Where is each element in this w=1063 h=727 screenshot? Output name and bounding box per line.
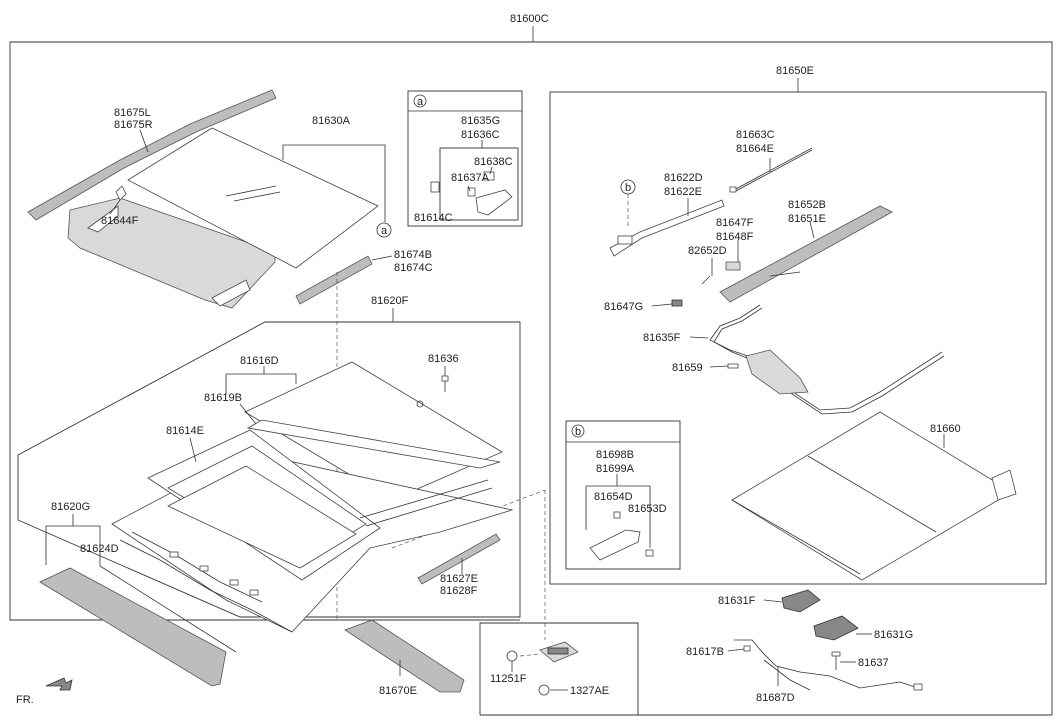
label-81614c[interactable]: 81614C [414,212,453,224]
label-81664e[interactable]: 81664E [736,143,774,155]
outer-glass-81630a [127,127,379,269]
screw-81637 [831,651,841,670]
cable-81663c [729,147,813,193]
label-81628f[interactable]: 81628F [440,585,478,597]
subassembly-frame-81620f [17,321,521,618]
motor-81631f [781,589,821,613]
label-81647f[interactable]: 81647F [716,217,754,229]
strip-81627e [417,533,501,585]
label-81600c[interactable]: 81600C [510,13,549,25]
detail-marker-a: a [417,96,424,108]
label-81652b[interactable]: 81652B [788,199,826,211]
deflector-81620g [39,565,237,687]
clip-81644f [115,185,127,201]
label-81622e[interactable]: 81622E [664,186,702,198]
label-81650e[interactable]: 81650E [776,65,814,77]
label-82652d[interactable]: 82652D [688,245,727,257]
stopper-81647g [671,299,683,307]
label-81687d[interactable]: 81687D [756,692,795,704]
wiring-harness-81687d [734,639,923,691]
bolt-81636 [441,375,449,392]
label-81637[interactable]: 81637 [858,657,889,669]
label-81622d[interactable]: 81622D [664,172,703,184]
label-81635g[interactable]: 81635G [461,115,500,127]
bracket-box [479,622,639,715]
label-81616d[interactable]: 81616D [240,355,279,367]
seal-strip-81674 [295,255,373,305]
label-81620f[interactable]: 81620F [371,295,409,307]
label-81651e[interactable]: 81651E [788,213,826,225]
detail-marker-b-ref: b [625,182,631,194]
label-81630a[interactable]: 81630A [312,115,351,127]
label-81698b[interactable]: 81698B [596,449,634,461]
label-81635f[interactable]: 81635F [643,332,681,344]
label-81631f[interactable]: 81631F [718,595,756,607]
label-1327ae[interactable]: 1327AE [570,685,609,697]
assembly-frame-81600c [9,26,1053,716]
label-81631g[interactable]: 81631G [874,629,913,641]
label-81637a[interactable]: 81637A [451,172,490,184]
label-81654d[interactable]: 81654D [594,491,633,503]
label-81647g[interactable]: 81647G [604,301,643,313]
label-81653d[interactable]: 81653D [628,503,667,515]
front-label: FR. [16,694,34,706]
label-81624d[interactable]: 81624D [80,543,119,555]
label-81648f[interactable]: 81648F [716,231,754,243]
pin-82652d [701,275,711,285]
detail-marker-a-ref: a [381,225,388,237]
alignment-line-2 [391,489,546,549]
motor-81631g [813,615,859,641]
label-81620g[interactable]: 81620G [51,501,90,513]
label-81614e[interactable]: 81614E [166,425,204,437]
label-81617b[interactable]: 81617B [686,646,724,658]
label-11251f[interactable]: 11251F [490,673,527,685]
label-81670e[interactable]: 81670E [379,685,417,697]
detail-box-a: a [407,90,523,227]
trim-81670e [344,619,465,693]
label-81659[interactable]: 81659 [672,362,703,374]
part-81659 [727,363,739,369]
label-81638c[interactable]: 81638C [474,156,513,168]
guide-81622d [609,199,725,257]
label-81660[interactable]: 81660 [930,423,961,435]
label-81699a[interactable]: 81699A [596,463,635,475]
label-81619b[interactable]: 81619B [204,392,242,404]
label-81627e[interactable]: 81627E [440,573,478,585]
roof-frame-tray [67,197,276,309]
label-81636[interactable]: 81636 [428,353,459,365]
label-81674b[interactable]: 81674B [394,249,432,261]
inner-glass-81616d [244,361,503,501]
detail-marker-b: b [575,426,581,438]
label-81674c[interactable]: 81674C [394,262,433,274]
label-81663c[interactable]: 81663C [736,129,775,141]
cable-assembly-81635f [709,271,945,415]
sunshade-81660 [731,411,1017,581]
slider-81647f [725,261,741,271]
label-81644f[interactable]: 81644F [101,215,139,227]
guide-rail-81652b [719,205,893,303]
roof-panel-frame [111,429,514,633]
label-81636c[interactable]: 81636C [461,129,500,141]
roof-rail-81675 [27,89,277,221]
front-arrow [45,677,73,691]
label-81675r[interactable]: 81675R [114,119,153,131]
detail-box-b: b [565,420,681,570]
label-81675l[interactable]: 81675L [114,107,151,119]
